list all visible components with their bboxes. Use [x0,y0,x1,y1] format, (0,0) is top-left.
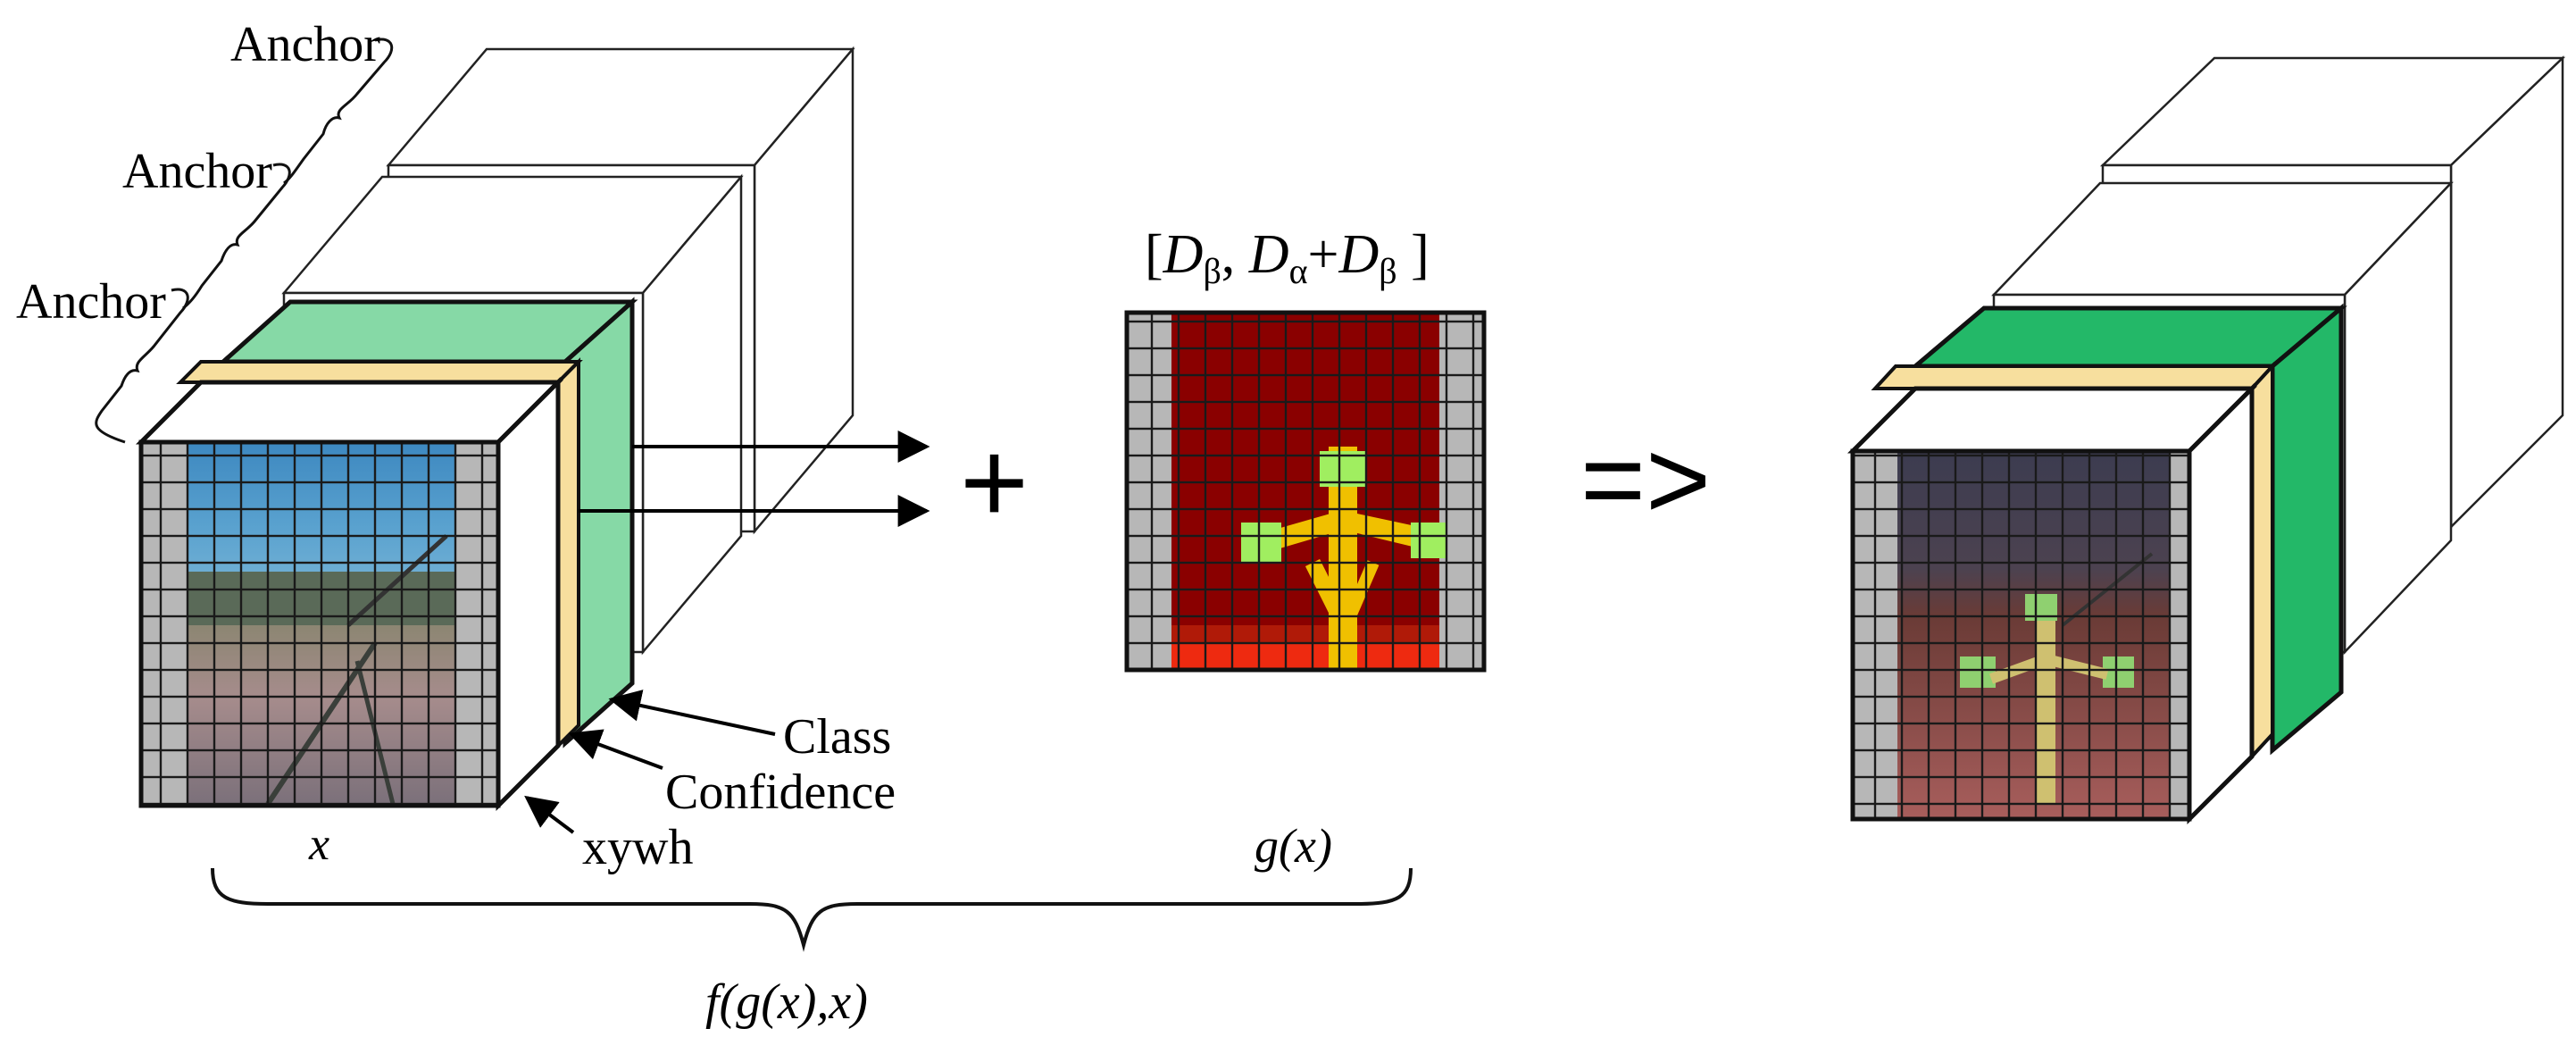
heatmap-grid [1124,310,1487,673]
xywh-label: xywh [582,820,693,875]
confidence-label: Confidence [665,765,896,820]
output-cube-stack [1847,55,2566,825]
brace-icon [211,867,1413,952]
input-cube-stack: Anchor Anchor Anchor [16,17,855,812]
fgx-label: f(g(x),x) [705,974,868,1030]
arrow-left-icon [524,690,776,834]
result-arrow: => [1580,418,1711,542]
anchor-label-middle: Anchor [122,144,272,199]
output-xywh-channel-layer [1847,382,2258,825]
anchor-label-top: Anchor [230,17,380,72]
class-label: Class [783,709,891,765]
gx-label: g(x) [1255,819,1332,873]
arrow-right-icon [579,431,930,527]
output-confidence-channel-layer [1871,361,2277,762]
input-image-grid [138,439,501,808]
xywh-channel-layer [135,376,564,812]
anchor-label-bottom: Anchor [16,274,166,330]
plus-sign: + [960,416,1029,548]
brace-icon [95,38,394,444]
x-label: x [308,819,329,870]
confidence-channel-layer [176,357,583,750]
heatmap-formula: [Dβ, Dα+Dβ ] [1145,224,1430,291]
output-image-grid [1850,448,2192,822]
